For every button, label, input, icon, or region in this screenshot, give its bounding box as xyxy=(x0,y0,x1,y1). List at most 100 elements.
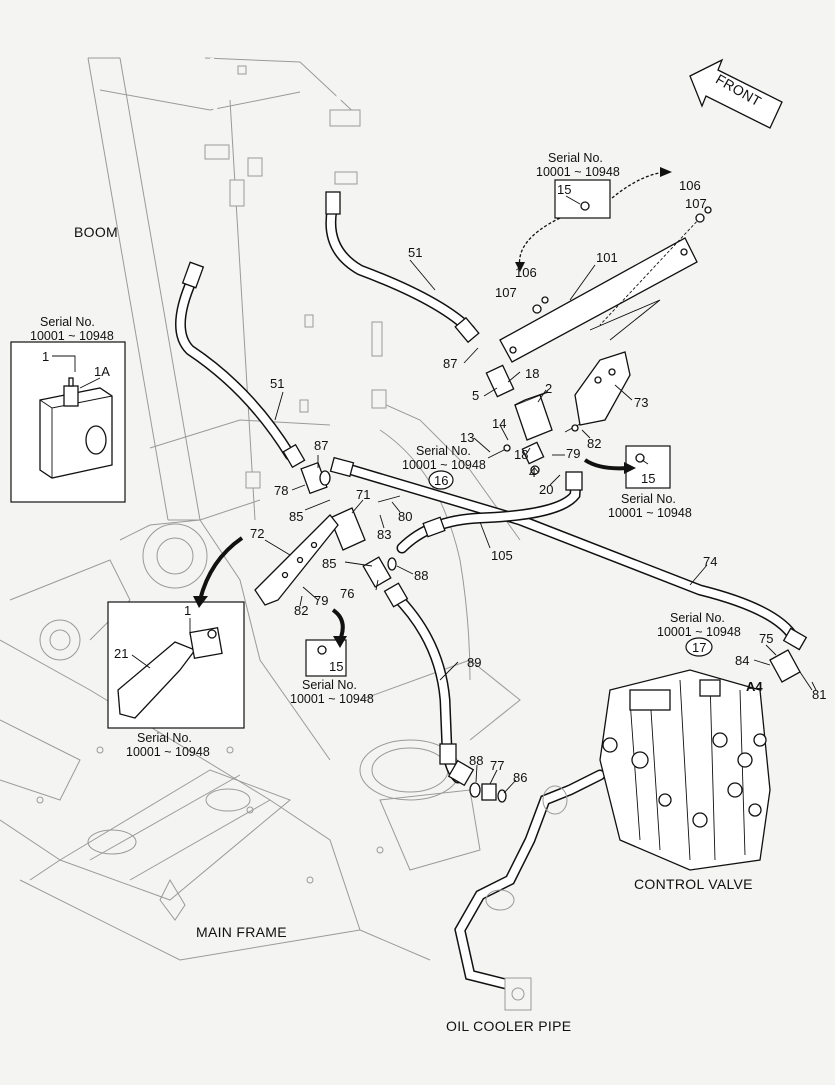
callout-84: 84 xyxy=(735,653,749,668)
bolt-82-top xyxy=(564,423,581,433)
callout-87-top: 87 xyxy=(443,356,457,371)
callout-88-top: 88 xyxy=(414,568,428,583)
callout-77: 77 xyxy=(490,758,504,773)
control-valve xyxy=(599,669,771,871)
fitting-18 xyxy=(521,441,545,475)
area-labels: BOOM MAIN FRAME CONTROL VALVE OIL COOLER… xyxy=(74,71,764,1034)
callout-21: 21 xyxy=(114,646,128,661)
hose-51-right xyxy=(325,191,480,344)
bracket-101 xyxy=(499,217,701,363)
boom-structure xyxy=(87,57,521,681)
boom-foot xyxy=(9,519,331,761)
serial-range-2: 10001 ~ 10948 xyxy=(536,165,620,179)
serial-range-3: 10001 ~ 10948 xyxy=(402,458,486,472)
serial-range-4: 10001 ~ 10948 xyxy=(608,506,692,520)
main-frame-label: MAIN FRAME xyxy=(196,924,287,940)
callout-105: 105 xyxy=(491,548,513,563)
block-2 xyxy=(514,391,553,441)
callout-78: 78 xyxy=(274,483,288,498)
serial-range-6: 10001 ~ 10948 xyxy=(126,745,210,759)
fitting-78 xyxy=(300,461,331,495)
bracket-73 xyxy=(574,351,631,426)
oil-cooler-pipe-label: OIL COOLER PIPE xyxy=(446,1018,571,1034)
callout-14: 14 xyxy=(492,416,506,431)
callout-83: 83 xyxy=(377,527,391,542)
callout-71: 71 xyxy=(356,487,370,502)
callout-107-mid: 107 xyxy=(495,285,517,300)
serial-title-6: Serial No. xyxy=(137,731,192,745)
callout-79-top: 79 xyxy=(566,446,580,461)
callout-86: 86 xyxy=(513,770,527,785)
boom-label: BOOM xyxy=(74,224,118,240)
callout-13: 13 xyxy=(460,430,474,445)
callout-20: 20 xyxy=(539,482,553,497)
callout-85-mid: 85 xyxy=(322,556,336,571)
callout-106-mid: 106 xyxy=(515,265,537,280)
callout-16: 16 xyxy=(434,473,448,488)
serial-title-3: Serial No. xyxy=(416,444,471,458)
bolts-107-106 xyxy=(532,206,712,314)
callout-1a: 1A xyxy=(94,364,110,379)
callout-80: 80 xyxy=(398,509,412,524)
callout-101: 101 xyxy=(596,250,618,265)
callout-106-top: 106 xyxy=(679,178,701,193)
serial-title-5: Serial No. xyxy=(302,678,357,692)
callout-1-solenoid: 1 xyxy=(42,349,49,364)
oil-cooler-pipe xyxy=(454,769,606,1011)
fittings-88-77-86 xyxy=(469,782,507,803)
detail-box-bracket xyxy=(107,601,245,729)
callout-2: 2 xyxy=(545,381,552,396)
callout-87-left: 87 xyxy=(314,438,328,453)
boom-pipes xyxy=(196,57,361,263)
callout-85-left: 85 xyxy=(289,509,303,524)
box-15-top xyxy=(554,179,611,219)
callout-88-bottom: 88 xyxy=(469,753,483,768)
bolt-80 xyxy=(377,495,401,503)
callout-74: 74 xyxy=(703,554,717,569)
serial-title-4: Serial No. xyxy=(621,492,676,506)
main-frame-structure xyxy=(0,639,521,961)
clamp-71 xyxy=(329,507,366,551)
callout-72: 72 xyxy=(250,526,264,541)
serial-range-1: 10001 ~ 10948 xyxy=(30,329,114,343)
hose-89 xyxy=(383,582,475,787)
callout-15-bottom: 15 xyxy=(329,659,343,674)
callout-18-bottom: 18 xyxy=(514,447,528,462)
callout-1-bracket: 1 xyxy=(184,603,191,618)
serial-notes: Serial No. 10001 ~ 10948 Serial No. 1000… xyxy=(30,151,741,759)
leader-lines xyxy=(264,259,817,794)
callout-73: 73 xyxy=(634,395,648,410)
callout-51-left: 51 xyxy=(270,376,284,391)
hose-74 xyxy=(329,456,808,651)
callout-75: 75 xyxy=(759,631,773,646)
callout-82-bottom: 82 xyxy=(294,603,308,618)
callout-107-top: 107 xyxy=(685,196,707,211)
ring-16 xyxy=(428,470,454,490)
callout-51-right: 51 xyxy=(408,245,422,260)
callout-4: 4 xyxy=(529,465,536,480)
callout-81: 81 xyxy=(812,687,826,702)
callout-76: 76 xyxy=(340,586,354,601)
fitting-76 xyxy=(362,556,397,588)
callout-a4: A4 xyxy=(746,679,763,694)
part-callouts: 51 51 101 106 107 106 107 87 5 18 2 73 1… xyxy=(250,178,826,785)
callout-arrows xyxy=(193,167,672,648)
callout-18-top: 18 xyxy=(525,366,539,381)
callout-15-right: 15 xyxy=(641,471,655,486)
callout-79-bottom: 79 xyxy=(314,593,328,608)
callout-82-top: 82 xyxy=(587,436,601,451)
serial-range-5: 10001 ~ 10948 xyxy=(290,692,374,706)
callout-5: 5 xyxy=(472,388,479,403)
serial-title-7: Serial No. xyxy=(670,611,725,625)
callout-17: 17 xyxy=(692,640,706,655)
flange-75 xyxy=(769,649,813,691)
hose-51-left xyxy=(175,261,306,469)
callout-89: 89 xyxy=(467,655,481,670)
ring-17 xyxy=(685,637,713,657)
serial-title-1: Serial No. xyxy=(40,315,95,329)
boxed-callouts: 1 1A 21 1 15 15 15 16 17 xyxy=(42,182,706,674)
serial-title-2: Serial No. xyxy=(548,151,603,165)
callout-15-top: 15 xyxy=(557,182,571,197)
bracket-72 xyxy=(254,514,339,606)
